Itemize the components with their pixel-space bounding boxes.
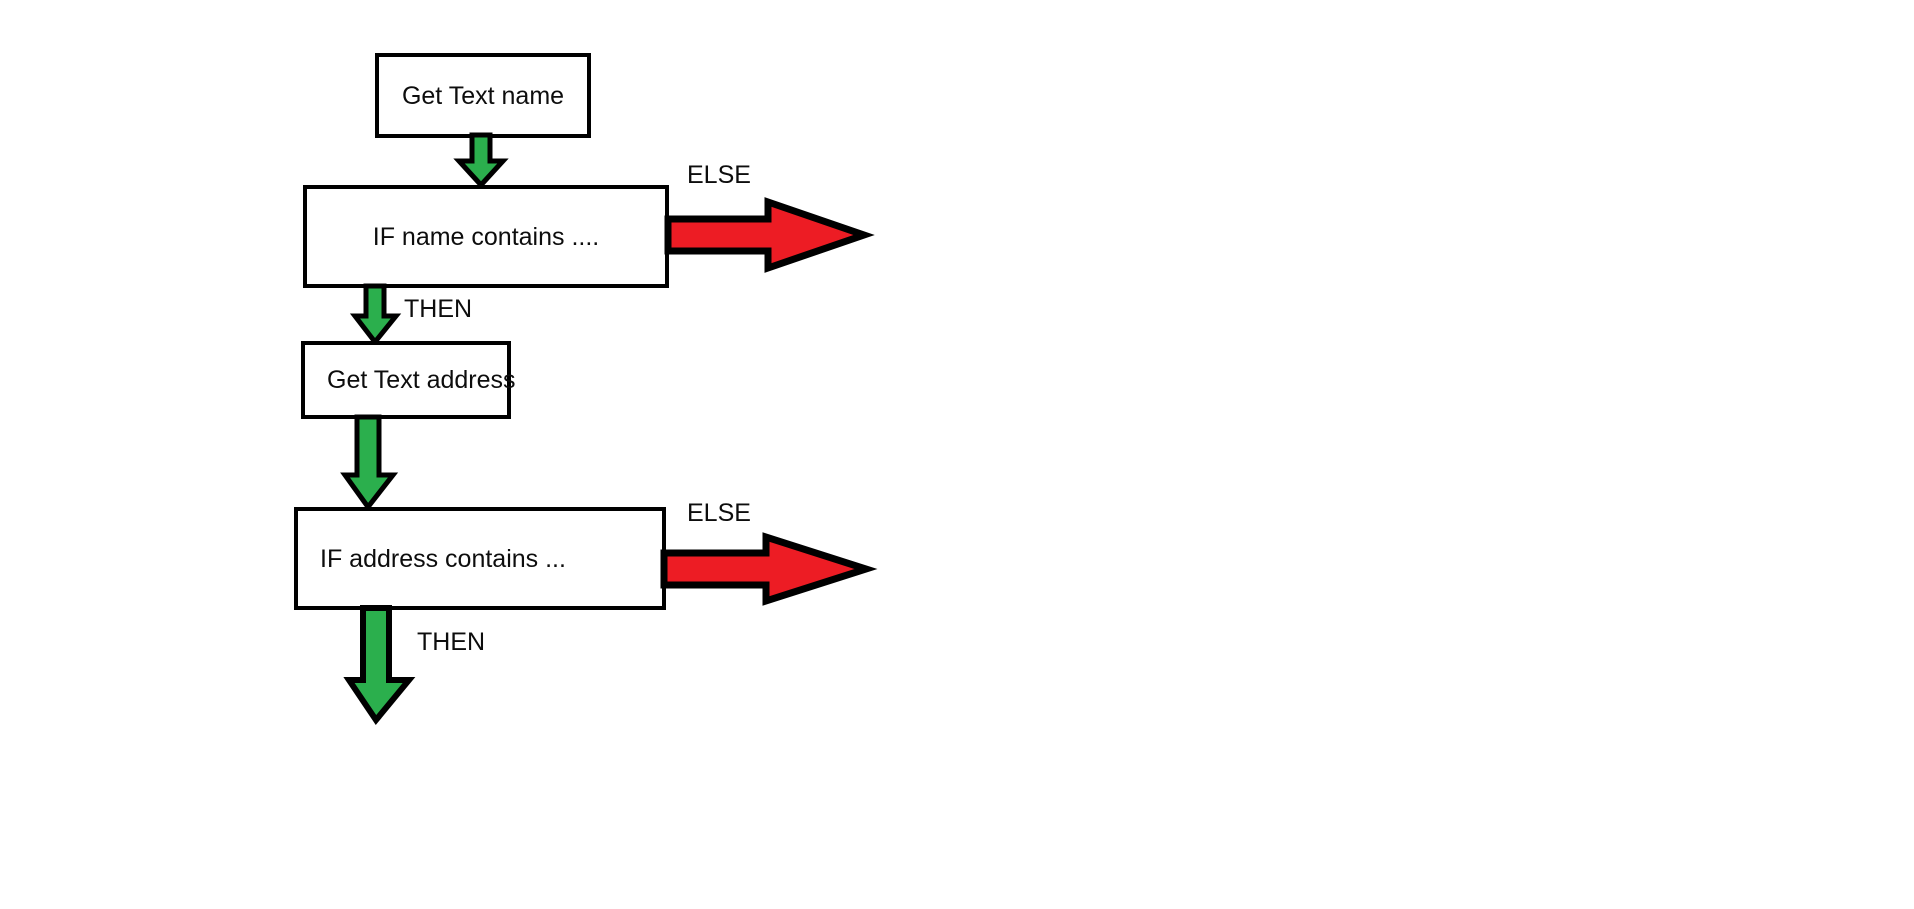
- node-label-if-name-contains: IF name contains ....: [372, 222, 600, 251]
- node-label-get-text-name: Get Text name: [401, 81, 565, 110]
- node-if-name-contains[interactable]: IF name contains ....: [303, 185, 669, 288]
- node-if-address-contains[interactable]: IF address contains ...: [294, 507, 666, 610]
- arrow-down-green-address-to-if: [340, 414, 399, 512]
- node-get-text-address[interactable]: Get Text address: [301, 341, 516, 419]
- arrow-right-red-if-name-else: [664, 197, 875, 273]
- arrow-down-green-name-to-if: [453, 132, 509, 189]
- edge-label-else-top: ELSE: [687, 161, 751, 189]
- edge-label-else-bottom: ELSE: [687, 499, 751, 527]
- arrow-right-red-if-address-else: [660, 532, 878, 606]
- edge-label-then-top: THEN: [404, 295, 473, 323]
- node-label-get-text-address: Get Text address: [327, 366, 516, 394]
- edge-label-then-bottom: THEN: [417, 628, 486, 656]
- node-label-if-address-contains: IF address contains ...: [320, 544, 566, 573]
- node-get-text-name[interactable]: Get Text name: [375, 53, 591, 138]
- arrow-down-green-if-address-then: [343, 605, 416, 726]
- arrow-down-green-if-name-then: [349, 283, 402, 347]
